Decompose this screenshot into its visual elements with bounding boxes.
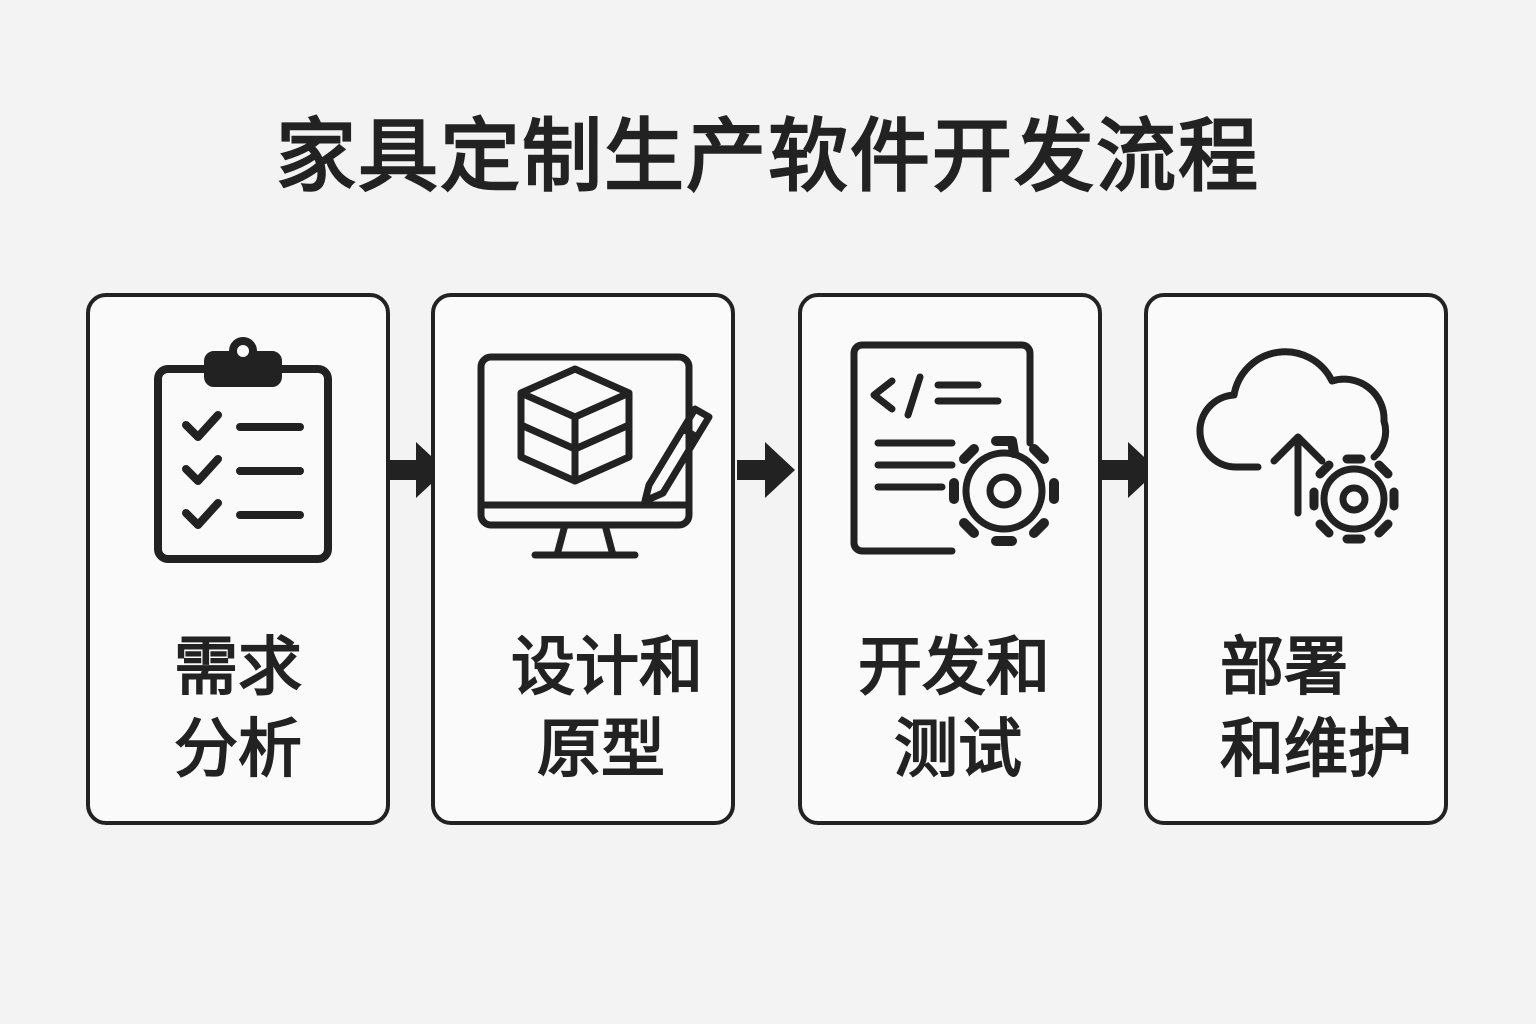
monitor-cube-pencil-icon	[435, 337, 731, 577]
clipboard-checklist-icon	[90, 337, 386, 577]
arrow-right-icon	[388, 440, 448, 500]
step-label-line: 开发和	[858, 631, 1050, 705]
step-card-requirements: 需求 分析	[86, 293, 390, 825]
cloud-upload-gear-icon	[1148, 337, 1444, 577]
step-label: 需求 分析	[174, 627, 302, 791]
step-label: 部署 和维护	[1220, 627, 1412, 791]
page-title: 家具定制生产软件开发流程	[276, 110, 1260, 203]
arrow-right-icon	[1100, 440, 1160, 500]
arrow-right-icon	[737, 440, 797, 500]
step-card-development: 开发和 测试	[798, 293, 1102, 825]
step-label: 开发和 测试	[858, 627, 1050, 791]
step-label-line: 部署	[1220, 631, 1348, 705]
step-label-line: 设计和	[511, 631, 703, 705]
step-card-design: 设计和 原型	[431, 293, 735, 825]
step-label: 设计和 原型	[511, 627, 703, 791]
step-label-line: 测试	[894, 713, 1022, 787]
code-document-gear-icon	[802, 337, 1098, 577]
step-label-line: 原型	[537, 713, 665, 787]
step-label-line: 和维护	[1220, 713, 1412, 787]
step-card-deployment: 部署 和维护	[1144, 293, 1448, 825]
step-label-line: 需求	[174, 631, 302, 705]
step-label-line: 分析	[174, 713, 302, 787]
